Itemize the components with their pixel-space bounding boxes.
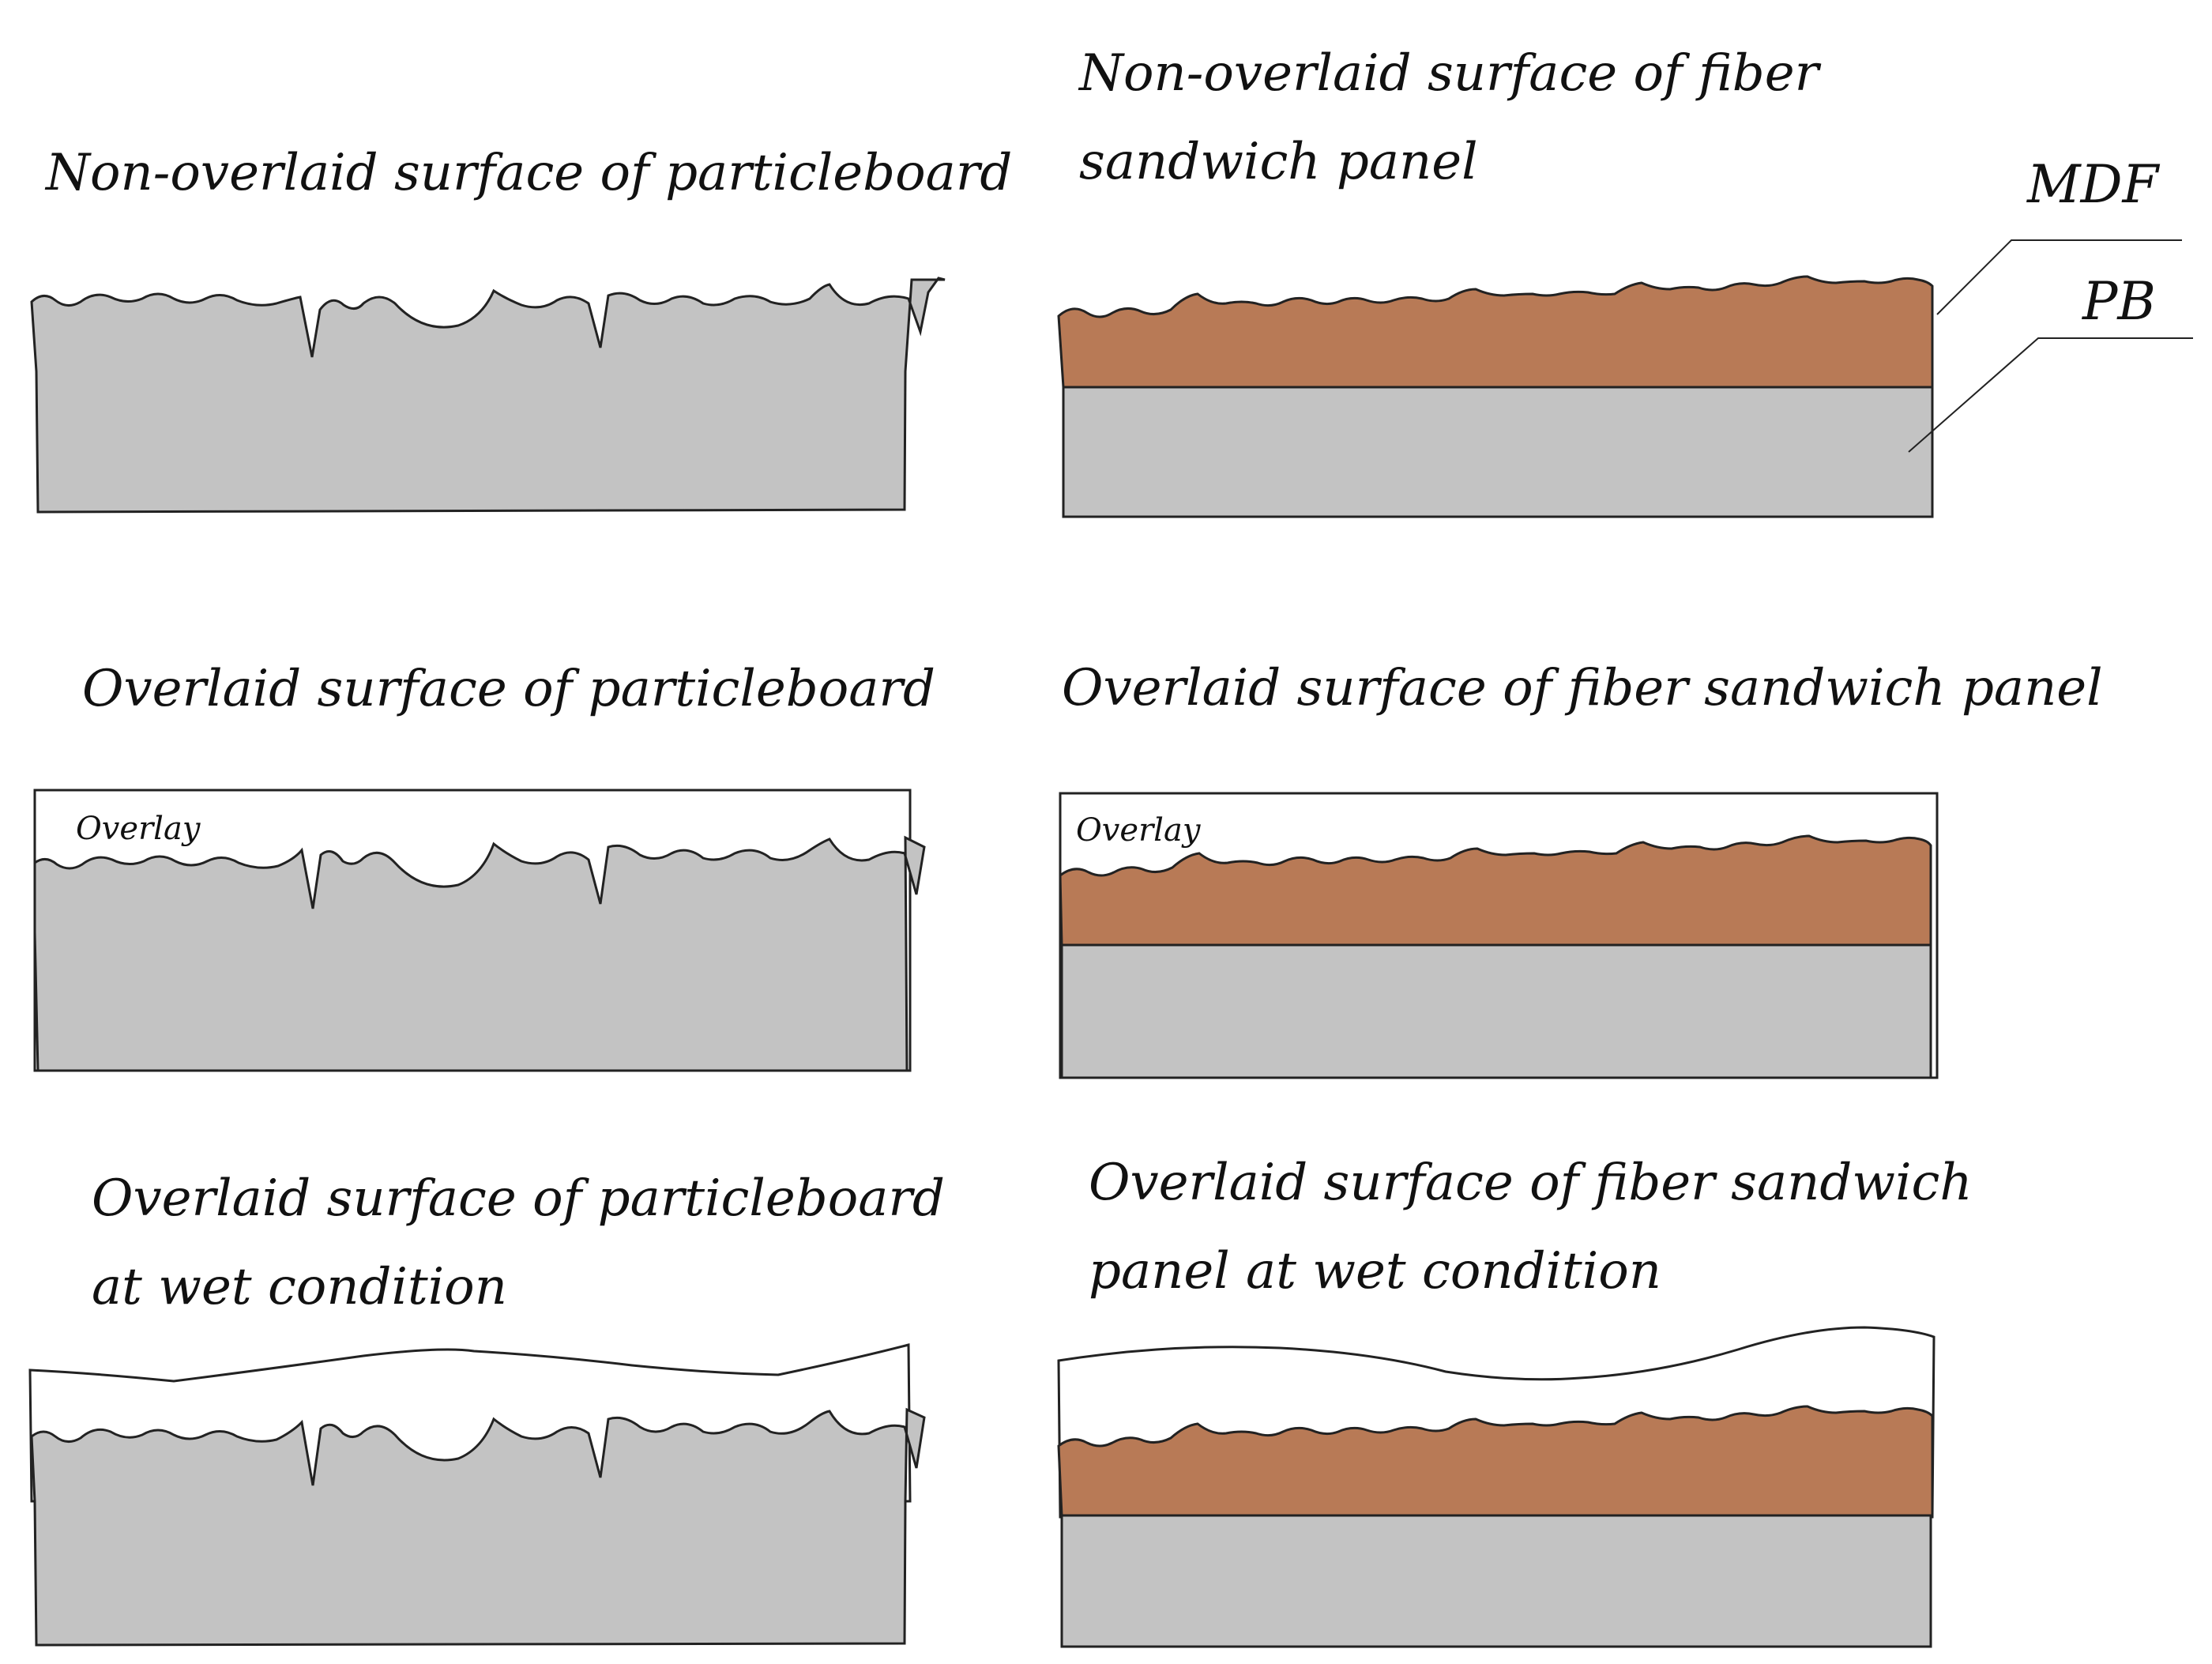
particleboard-body	[30, 277, 946, 514]
pb-wet-title-line1: Overlaid surface of particleboard	[92, 1169, 945, 1228]
fsp-non-overlaid-title-line2: sandwich panel	[1079, 133, 1478, 191]
fsp-non-overlaid-title-line1: Non-overlaid surface of fiber	[1078, 44, 1822, 103]
pb-wet-title-line2: at wet condition	[92, 1258, 507, 1316]
fsp-overlaid-title: Overlaid surface of fiber sandwich panel	[1062, 659, 2103, 717]
mdf-face-layer	[1057, 1405, 1934, 1517]
pb-non-overlaid-panel: Non-overlaid surface of particleboard	[30, 144, 1012, 514]
pb-core-layer	[1060, 1514, 1932, 1648]
mdf-face-layer	[1059, 834, 1932, 947]
pb-overlaid-title: Overlaid surface of particleboard	[82, 660, 935, 718]
pb-core-layer	[1062, 386, 1934, 518]
mdf-face-layer	[1057, 275, 1934, 389]
mdf-label: MDF	[2026, 154, 2160, 215]
overlay-label: Overlay	[76, 811, 201, 847]
fsp-non-overlaid-panel: Non-overlaid surface of fiber sandwich p…	[1057, 44, 2193, 518]
fsp-overlaid-panel: Overlaid surface of fiber sandwich panel…	[1059, 659, 2103, 1079]
fsp-wet-title-line1: Overlaid surface of fiber sandwich	[1089, 1154, 1973, 1212]
pb-wet-panel: Overlaid surface of particleboard at wet…	[28, 1169, 945, 1647]
pb-core-layer	[1060, 943, 1932, 1079]
pb-leader-line	[1908, 337, 2193, 453]
pb-overlaid-panel: Overlaid surface of particleboard Overla…	[33, 660, 935, 1072]
pb-label: PB	[2082, 271, 2156, 332]
pb-non-overlaid-title: Non-overlaid surface of particleboard	[44, 144, 1012, 202]
fsp-wet-panel: Overlaid surface of fiber sandwich panel…	[1057, 1154, 1973, 1648]
fsp-wet-title-line2: panel at wet condition	[1089, 1242, 1661, 1301]
mdf-leader-line	[1936, 239, 2182, 315]
particleboard-body	[33, 835, 926, 1072]
particleboard-body	[30, 1407, 926, 1647]
overlay-label: Overlay	[1076, 812, 1202, 849]
